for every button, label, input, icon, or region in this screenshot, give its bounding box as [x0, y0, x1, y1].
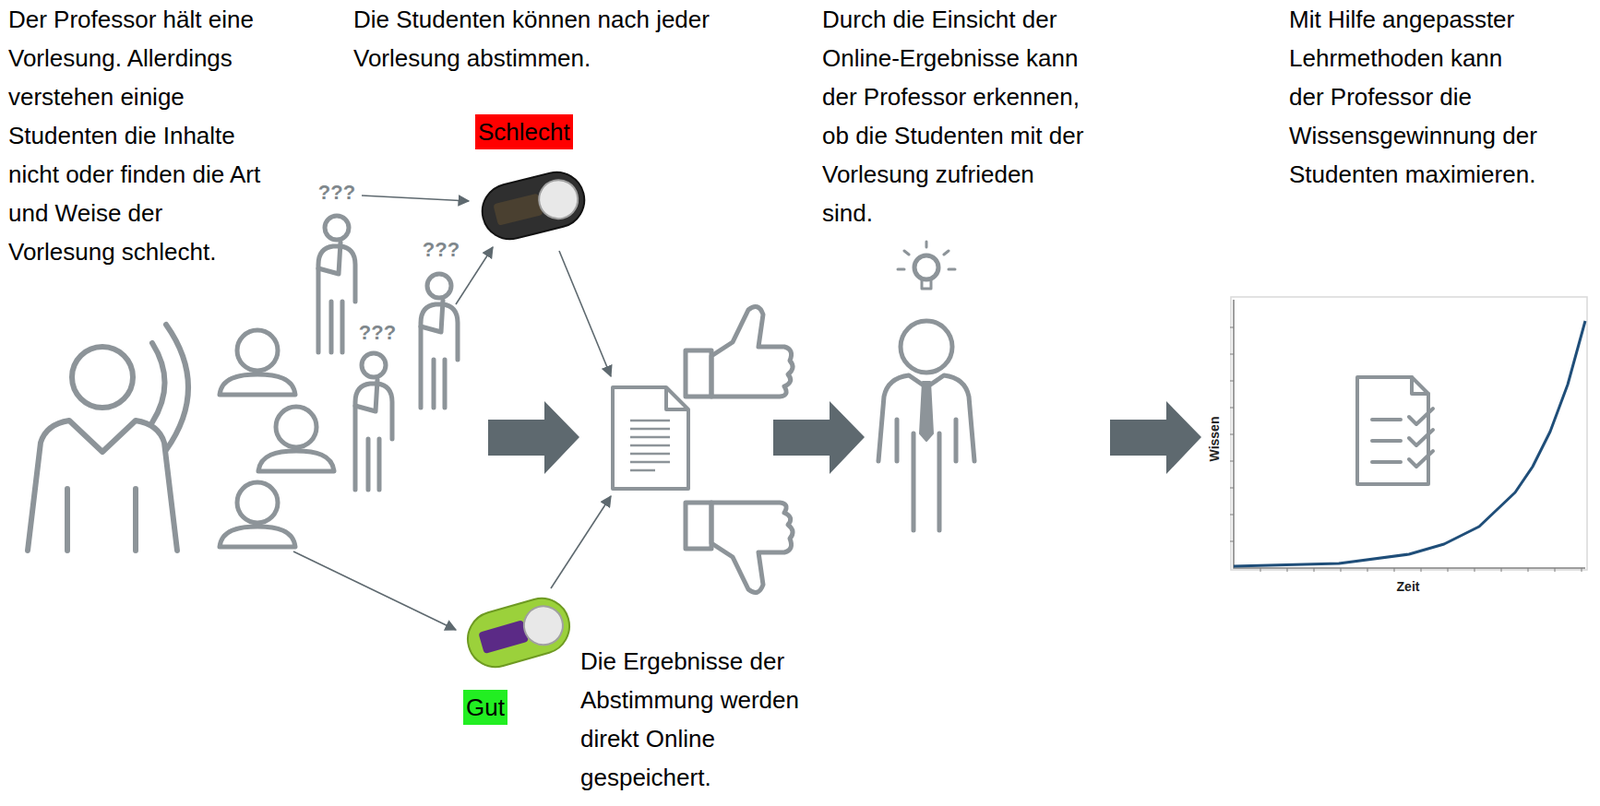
lecturer-icon — [27, 324, 189, 551]
button-logo — [492, 192, 543, 226]
professor-icon — [878, 241, 975, 531]
bulb-rays — [897, 241, 956, 270]
lecturer-head — [71, 346, 133, 408]
confused-student — [355, 353, 393, 490]
knowledge-curve — [1233, 321, 1586, 567]
chart-ticks — [1229, 327, 1582, 573]
result-arrow — [559, 250, 611, 377]
thumb-cuff — [685, 502, 712, 550]
block-arrow — [1110, 401, 1202, 475]
student-head — [237, 330, 278, 371]
block-arrow — [773, 401, 865, 475]
student-body — [355, 383, 393, 490]
student-shoulders — [219, 526, 296, 548]
thumb-hand — [711, 306, 793, 397]
thumb-cuff — [685, 350, 712, 397]
document-page — [612, 387, 689, 490]
dash-button — [476, 166, 590, 245]
professor-body — [878, 375, 975, 462]
student-shoulders — [258, 451, 335, 472]
step-caption: Durch die Einsicht der Online-Ergebnisse… — [822, 0, 1090, 233]
block-arrow — [488, 401, 580, 475]
student-body — [318, 246, 356, 353]
chart-axes — [1233, 299, 1586, 569]
student-arm — [318, 242, 341, 275]
student-head — [237, 482, 278, 524]
step-caption: Mit Hilfe angepasster Lehrmethoden kann … — [1289, 0, 1541, 194]
flow-arrows — [488, 401, 1202, 475]
checklist-icon — [1357, 377, 1433, 485]
knowledge-chart — [1229, 297, 1588, 573]
vote-label: Gut — [463, 690, 508, 726]
vote-button: Schlecht — [474, 114, 593, 249]
student-icon — [219, 482, 296, 548]
seated-students — [219, 330, 335, 548]
checklist-fold — [1411, 377, 1429, 395]
professor-tie — [919, 382, 933, 442]
checklist-lines — [1372, 419, 1401, 463]
button-picture — [474, 163, 593, 249]
vote-arrow — [455, 247, 493, 305]
student-legs — [331, 301, 343, 353]
student-icon — [258, 406, 335, 472]
bulb — [914, 255, 939, 280]
question-marks: ??? — [358, 321, 396, 346]
axis-label: Wissen — [1206, 417, 1222, 463]
sound-wave — [152, 343, 166, 423]
student-icon — [219, 330, 296, 395]
document-lines — [630, 420, 670, 471]
vote-arrow — [361, 195, 469, 202]
checklist-ticks — [1408, 408, 1433, 467]
button-logo — [477, 620, 529, 655]
student-head — [361, 353, 386, 378]
thumbs-up-icon — [685, 306, 793, 397]
button-knob — [519, 601, 568, 650]
confused-student — [318, 215, 356, 353]
question-marks: ??? — [422, 238, 460, 263]
student-legs — [368, 439, 380, 490]
button-body — [461, 592, 576, 675]
button-picture — [459, 586, 578, 680]
vote-label: Schlecht — [475, 114, 574, 150]
professor-head — [900, 321, 953, 373]
vote-arrow — [293, 551, 456, 631]
student-arm — [420, 300, 443, 333]
axis-label: Zeit — [1397, 579, 1421, 595]
lecturer-body — [27, 420, 178, 551]
lecturer-arms — [67, 489, 136, 551]
student-head — [275, 406, 317, 448]
confused-student — [420, 274, 458, 408]
sound-wave — [166, 324, 189, 451]
button-knob — [535, 176, 583, 224]
student-arm — [355, 380, 378, 412]
thumb-hand — [711, 502, 793, 594]
step-caption: Der Professor hält eine Vorlesung. Aller… — [8, 0, 271, 272]
step-caption: Die Ergebnisse der Abstimmung werden dir… — [580, 642, 839, 798]
student-body — [420, 304, 458, 408]
professor-legs — [913, 433, 940, 531]
question-marks: ??? — [318, 180, 356, 205]
vote-button: Gut — [459, 586, 578, 726]
result-arrow — [550, 496, 611, 589]
student-legs — [433, 359, 445, 408]
button-body — [476, 166, 590, 245]
thumbs-down-icon — [685, 502, 793, 594]
document-icon — [612, 387, 689, 490]
step-caption: Die Studenten können nach jeder Vorlesun… — [353, 0, 760, 78]
dash-button — [461, 592, 576, 675]
chart-frame — [1230, 297, 1588, 571]
bulb-base — [921, 280, 932, 289]
checklist-page — [1357, 377, 1429, 485]
student-head — [427, 274, 452, 299]
vote-arrows — [293, 195, 611, 631]
student-shoulders — [219, 374, 296, 395]
student-head — [324, 215, 349, 240]
